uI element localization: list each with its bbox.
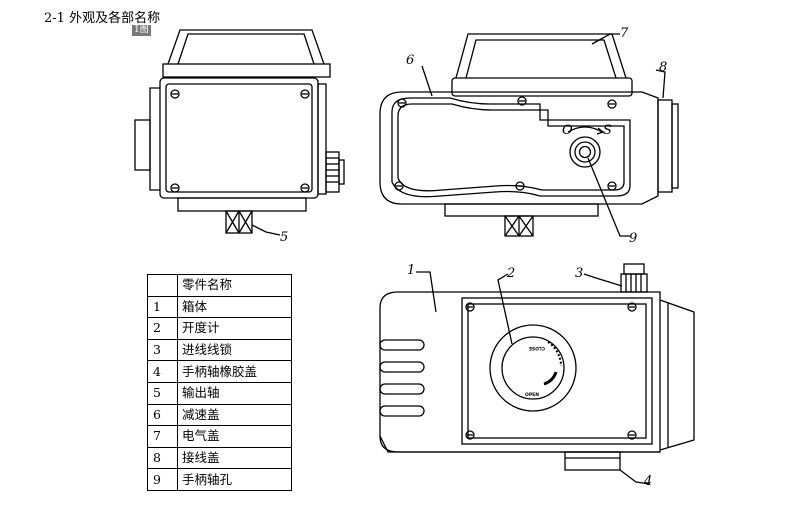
- callout-6: 6: [406, 53, 414, 68]
- table-header-cell: 零件名称: [177, 274, 292, 297]
- dial-close-label: CLOSE: [529, 345, 545, 351]
- callout-3: 3: [575, 266, 583, 281]
- callout-9: 9: [629, 231, 637, 246]
- part-name: 接线盖: [177, 446, 292, 470]
- table-row: 9 手柄轴孔: [147, 468, 292, 491]
- callout-8: 8: [659, 60, 667, 75]
- part-name: 电气盖: [177, 425, 292, 448]
- part-name: 箱体: [177, 295, 292, 319]
- view-front: [379, 33, 679, 237]
- table-row: 6 减速盖: [147, 403, 292, 427]
- section-title: 2-1 外观及各部名称: [44, 11, 161, 26]
- part-number: 6: [147, 403, 178, 427]
- parts-table: 零件名称 1 箱体 2 开度计 3 进线线锁 4 手柄轴橡胶盖 5 输出轴 6 …: [147, 274, 292, 491]
- part-number: 5: [147, 381, 178, 405]
- part-number: 8: [147, 446, 178, 470]
- table-row: 2 开度计: [147, 317, 292, 340]
- figure-tag: 1图: [132, 25, 151, 36]
- table-row: 7 电气盖: [147, 425, 292, 448]
- table-header-cell: [147, 274, 178, 297]
- table-row: 8 接线盖: [147, 446, 292, 470]
- part-name: 手柄轴孔: [177, 468, 292, 491]
- callout-7: 7: [620, 26, 629, 41]
- knob-mark-s: S: [603, 123, 612, 138]
- callout-1: 1: [407, 263, 415, 278]
- callout-5: 5: [280, 230, 288, 245]
- part-number: 4: [147, 360, 178, 383]
- table-row: 1 箱体: [147, 295, 292, 319]
- part-number: 2: [147, 317, 178, 340]
- table-row: 4 手柄轴橡胶盖: [147, 360, 292, 383]
- part-name: 减速盖: [177, 403, 292, 427]
- part-number: 7: [147, 425, 178, 448]
- part-number: 1: [147, 295, 178, 319]
- part-name: 进线线锁: [177, 338, 292, 362]
- table-row: 3 进线线锁: [147, 338, 292, 362]
- table-row: 5 输出轴: [147, 381, 292, 405]
- part-name: 输出轴: [177, 381, 292, 405]
- part-name: 手柄轴橡胶盖: [177, 360, 292, 383]
- table-header-row: 零件名称: [147, 274, 292, 297]
- callout-2: 2: [506, 266, 515, 281]
- view-side-indicator: [379, 263, 695, 485]
- part-number: 3: [147, 338, 178, 362]
- view-left-elevation: [134, 29, 345, 236]
- part-number: 9: [147, 468, 178, 491]
- part-name: 开度计: [177, 317, 292, 340]
- knob-mark-o: O: [562, 123, 573, 138]
- dial-open-label: OPEN: [525, 392, 539, 398]
- callout-4: 4: [643, 474, 652, 489]
